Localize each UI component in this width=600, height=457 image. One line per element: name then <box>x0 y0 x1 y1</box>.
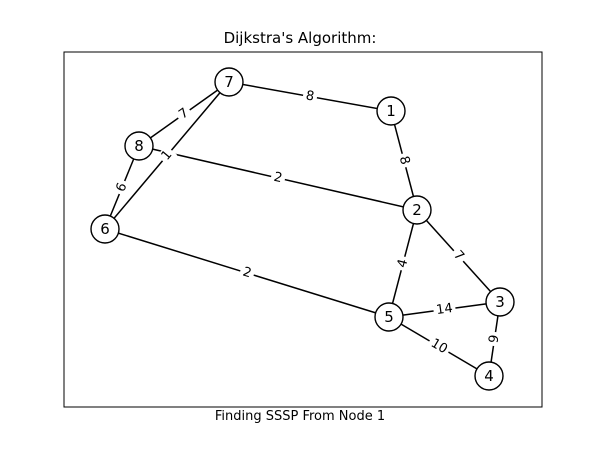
node-label: 7 <box>224 73 234 91</box>
node-7: 7 <box>214 67 244 97</box>
node-circle <box>214 67 244 97</box>
figure-caption: Finding SSSP From Node 1 <box>214 409 386 424</box>
node-3: 3 <box>485 287 515 317</box>
node-1: 1 <box>376 96 406 126</box>
edge-2-3: 7 <box>416 209 501 303</box>
edge-8-7: 7 <box>138 81 230 147</box>
edge-weight-label: 6 <box>112 178 132 197</box>
node-5: 5 <box>374 302 404 332</box>
node-8: 8 <box>124 131 154 161</box>
node-label: 5 <box>384 308 394 326</box>
node-circle <box>402 195 432 225</box>
node-label: 6 <box>100 220 110 238</box>
edge-weight: 8 <box>305 88 316 104</box>
edge-weight-label: 14 <box>432 300 457 319</box>
node-circle <box>485 287 515 317</box>
node-circle <box>90 214 120 244</box>
edge-6-7: 1 <box>104 81 230 230</box>
edge-weight-label: 8 <box>301 87 319 106</box>
edge-1-2: 8 <box>390 110 418 211</box>
edge-weight-background <box>238 263 256 283</box>
node-label: 2 <box>412 201 422 219</box>
node-circle <box>124 131 154 161</box>
edge-weight-label: 10 <box>425 334 453 359</box>
edge-weight: 10 <box>428 336 450 357</box>
edge-weight-label: 1 <box>156 145 178 166</box>
node-circle <box>374 302 404 332</box>
edge-weight: 4 <box>395 258 412 270</box>
edges-layer: 8 8 2 7 1 6 2 4 7 14 10 9 <box>104 81 503 377</box>
node-4: 4 <box>474 361 504 391</box>
edge-weight-background <box>425 334 453 359</box>
edge-weight-background <box>394 151 414 170</box>
edge-weight-label: 2 <box>269 169 287 187</box>
edge-weight-label: 8 <box>394 151 414 170</box>
edge-weight-background <box>393 254 413 273</box>
plot-frame <box>63 51 543 408</box>
edge-weight: 9 <box>486 334 502 344</box>
edge-weight-background <box>301 87 319 106</box>
node-label: 1 <box>386 102 396 120</box>
node-6: 6 <box>90 214 120 244</box>
nodes-layer: 1 2 3 4 5 6 7 8 <box>90 67 515 391</box>
node-label: 8 <box>134 137 144 155</box>
edge-7-1: 8 <box>228 81 392 112</box>
edge-weight-background <box>173 103 195 125</box>
edge-weight-label: 9 <box>486 330 503 348</box>
edge-weight-label: 2 <box>238 263 256 283</box>
edge-weight-label: 7 <box>448 245 469 267</box>
node-2: 2 <box>402 195 432 225</box>
edge-weight-background <box>156 145 178 166</box>
edge-weight-background <box>486 330 503 348</box>
edge-weight: 8 <box>396 155 413 167</box>
figure-title: Dijkstra's Algorithm: <box>223 29 377 47</box>
edge-5-4: 10 <box>388 316 490 377</box>
edge-8-6: 6 <box>104 145 140 230</box>
edge-weight-background <box>269 169 287 187</box>
edge-8-2: 2 <box>138 145 418 211</box>
edge-weight-label: 4 <box>393 254 413 273</box>
edge-weight-background <box>112 178 132 197</box>
edge-6-5: 2 <box>104 228 390 318</box>
node-circle <box>376 96 406 126</box>
node-circle <box>474 361 504 391</box>
edge-weight-background <box>448 245 469 267</box>
edge-weight-background <box>432 300 457 319</box>
node-label: 3 <box>495 293 505 311</box>
edge-weight-label: 7 <box>173 103 195 125</box>
edge-weight: 2 <box>272 170 283 186</box>
node-label: 4 <box>484 367 494 385</box>
edge-weight: 14 <box>435 301 453 318</box>
edge-2-5: 4 <box>388 209 418 318</box>
edge-5-3: 14 <box>388 300 501 319</box>
